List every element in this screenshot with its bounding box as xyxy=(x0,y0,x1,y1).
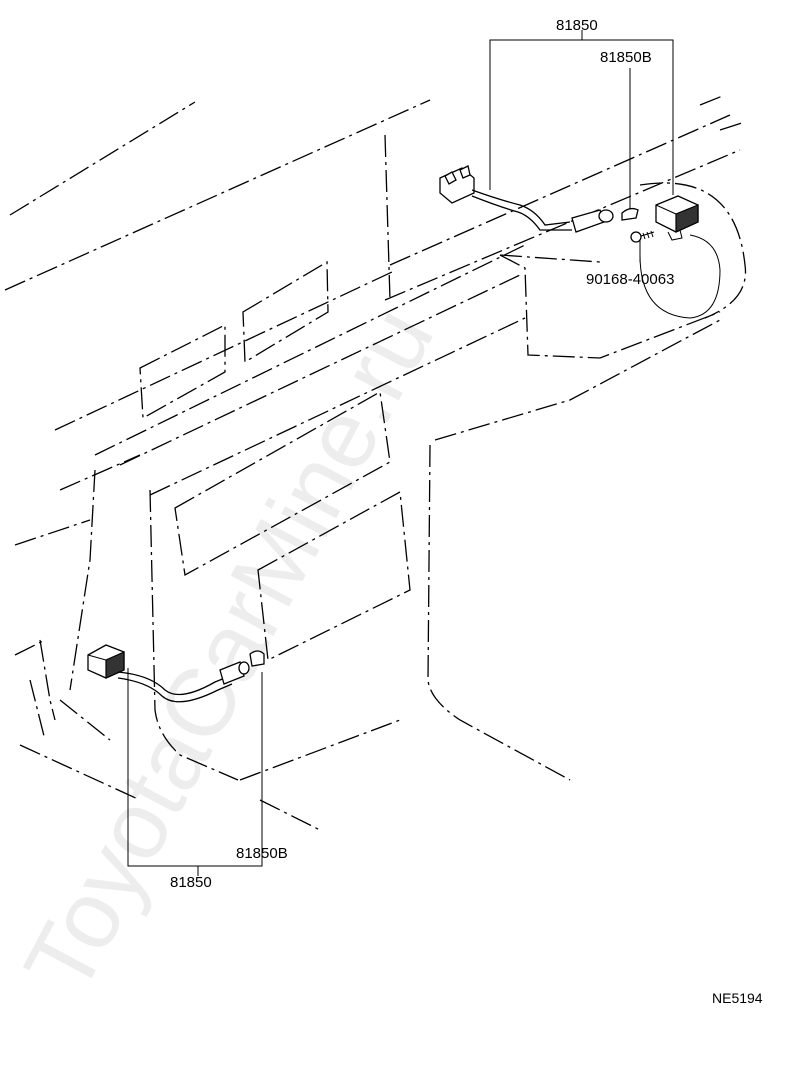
label-bottom-socket: 81850B xyxy=(236,845,288,862)
screw-icon xyxy=(630,230,655,243)
bottom-socket-icon xyxy=(219,661,250,685)
bottom-connector-plug-icon xyxy=(87,644,125,679)
bottom-license-lamp-assembly xyxy=(87,644,265,876)
top-license-lamp-assembly xyxy=(439,30,721,319)
label-top-assembly: 81850 xyxy=(556,17,598,34)
label-top-socket: 81850B xyxy=(600,49,652,66)
label-bottom-assembly: 81850 xyxy=(170,874,212,891)
figure-code: NE5194 xyxy=(712,990,763,1006)
top-socket-icon xyxy=(571,209,614,233)
top-bulb-icon xyxy=(621,207,639,221)
watermark: ToyotaCarMine.ru xyxy=(4,291,454,1010)
top-connector-plug-icon xyxy=(439,165,475,204)
vehicle-body-outline xyxy=(4,94,747,831)
top-lamp-housing-icon xyxy=(655,195,699,241)
label-screw: 90168-40063 xyxy=(586,271,674,288)
bottom-bulb-icon xyxy=(249,650,265,667)
